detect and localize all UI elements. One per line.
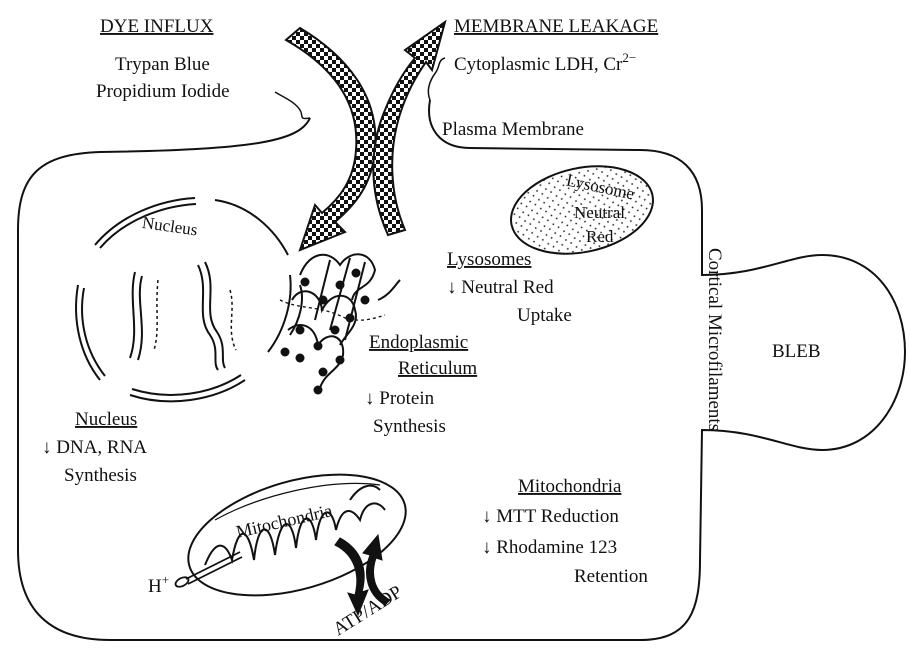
er-heading-1: Endoplasmic bbox=[369, 332, 468, 353]
lysosomes-heading: Lysosomes bbox=[447, 249, 531, 270]
lysosomes-line1: ↓ Neutral Red bbox=[447, 277, 554, 298]
membrane-leakage-heading: MEMBRANE LEAKAGE bbox=[454, 16, 658, 37]
dye-influx-heading: DYE INFLUX bbox=[100, 16, 214, 37]
nucleus-organelle-label: Nucleus bbox=[141, 213, 199, 240]
er-line1: ↓ Protein bbox=[365, 388, 435, 409]
dye-influx-arrow bbox=[286, 28, 375, 250]
plasma-membrane-label: Plasma Membrane bbox=[442, 119, 584, 140]
mitochondria-effect-heading: Mitochondria bbox=[518, 476, 622, 497]
mitochondria-effect-line2: ↓ Rhodamine 123 bbox=[482, 537, 617, 558]
membrane-leakage-arrow bbox=[373, 22, 445, 235]
mitochondria-effect-line3: Retention bbox=[574, 566, 648, 587]
trypan-blue-label: Trypan Blue bbox=[115, 54, 210, 75]
mitochondria-organelle-label: Mitochondria bbox=[234, 500, 334, 542]
mitochondria-effect-line1: ↓ MTT Reduction bbox=[482, 506, 619, 527]
ldh-label: Cytoplasmic LDH, Cr2− bbox=[454, 50, 636, 75]
nucleus-effect-line1: ↓ DNA, RNA bbox=[42, 437, 147, 458]
lysosome-organelle-label-2: Neutral bbox=[574, 203, 625, 222]
h-plus-label: H+ bbox=[148, 572, 169, 597]
nucleus-effect-heading: Nucleus bbox=[75, 409, 137, 430]
nucleus-effect-line2: Synthesis bbox=[64, 465, 137, 486]
er-line2: Synthesis bbox=[373, 416, 446, 437]
endoplasmic-reticulum bbox=[280, 254, 400, 394]
er-heading-2: Reticulum bbox=[398, 358, 477, 379]
dye-squiggle bbox=[275, 92, 310, 119]
bleb-label: BLEB bbox=[772, 341, 821, 362]
cortical-microfilaments-label: Cortical Microfilaments bbox=[704, 248, 725, 431]
lysosome-organelle-label-3: Red bbox=[586, 227, 614, 246]
lysosomes-line2: Uptake bbox=[517, 305, 572, 326]
propidium-iodide-label: Propidium Iodide bbox=[96, 81, 230, 102]
